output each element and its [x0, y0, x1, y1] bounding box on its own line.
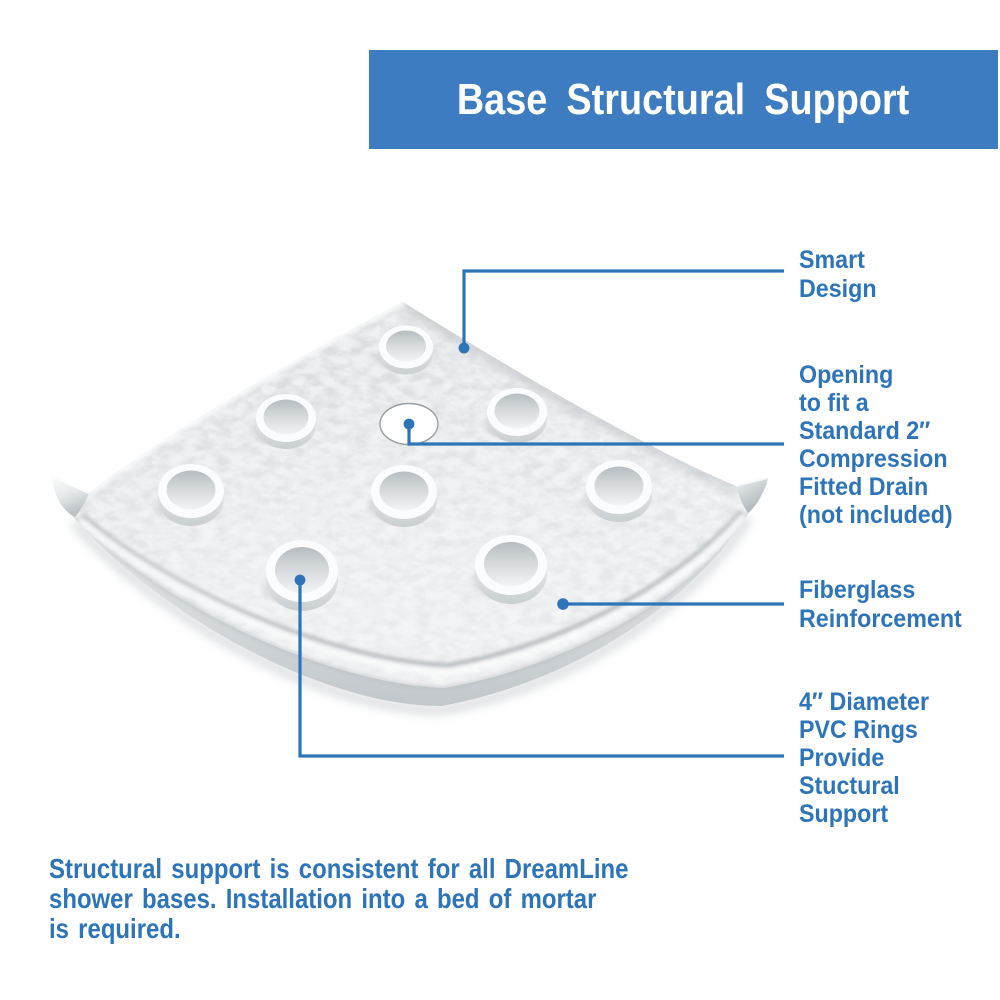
right-horn [735, 477, 769, 513]
footnote-line: is required. [49, 912, 181, 944]
callout-dot-fiberglass [557, 598, 569, 610]
callout-text-line: Provide [799, 743, 885, 772]
pvc-ring-6 [578, 460, 652, 522]
callout-dot-pvc-rings [294, 574, 306, 586]
footnote-line: shower bases. Installation into a bed of… [49, 882, 597, 914]
footnote-line: Structural support is consistent for all… [49, 853, 629, 884]
page-title: Base Structural Support [457, 74, 910, 124]
callout-text-line: Opening [799, 361, 894, 389]
callout-dot-smart-design [458, 342, 470, 354]
pvc-ring-8 [467, 535, 547, 604]
title-banner: Base Structural Support [369, 50, 998, 149]
callout-text-line: Design [799, 274, 877, 303]
edge-highlight-left [86, 302, 405, 496]
callout-label-drain-opening: Opening to fit a Standard 2″ Compression… [799, 361, 953, 529]
callout-label-pvc-rings: 4″ Diameter PVC Rings Provide Stuctural … [799, 688, 930, 829]
callout-dot-drain [403, 418, 415, 430]
rim-band [77, 513, 748, 677]
callout-line-drain [407, 424, 784, 446]
callout-label-smart-design: Smart Design [799, 246, 877, 303]
callout-line-smart-design [462, 269, 784, 348]
footnote: Structural support is consistent for all… [49, 854, 628, 943]
callout-text-line: Fitted Drain [799, 472, 929, 501]
pvc-ring-1 [371, 325, 433, 375]
callout-text-line: Compression [799, 444, 948, 473]
ground-shadow [70, 515, 752, 715]
callout-dots [294, 342, 569, 610]
callout-text-line: (not included) [799, 500, 953, 529]
callout-text-line: to fit a [799, 388, 869, 417]
callout-text-line: Smart [799, 246, 865, 274]
pvc-ring-3 [479, 388, 547, 443]
callout-line-pvc-rings [298, 580, 784, 758]
pvc-ring-5 [363, 465, 437, 527]
pvc-ring-4 [150, 464, 224, 526]
callout-text-line: Fiberglass [799, 576, 916, 604]
pvc-ring-2 [248, 394, 316, 449]
callout-text-line: Reinforcement [799, 604, 962, 633]
callout-text-line: 4″ Diameter [799, 688, 930, 716]
callout-text-line: Support [799, 799, 889, 828]
callout-text-line: Stuctural [799, 771, 900, 800]
callout-text-line: Standard 2″ [799, 416, 931, 445]
callout-lines [298, 269, 784, 758]
left-horn [50, 473, 90, 517]
pvc-ring-7 [258, 540, 338, 611]
callout-label-fiberglass: Fiberglass Reinforcement [799, 576, 962, 633]
front-edge-face [74, 514, 748, 707]
callout-text-line: PVC Rings [799, 715, 918, 744]
